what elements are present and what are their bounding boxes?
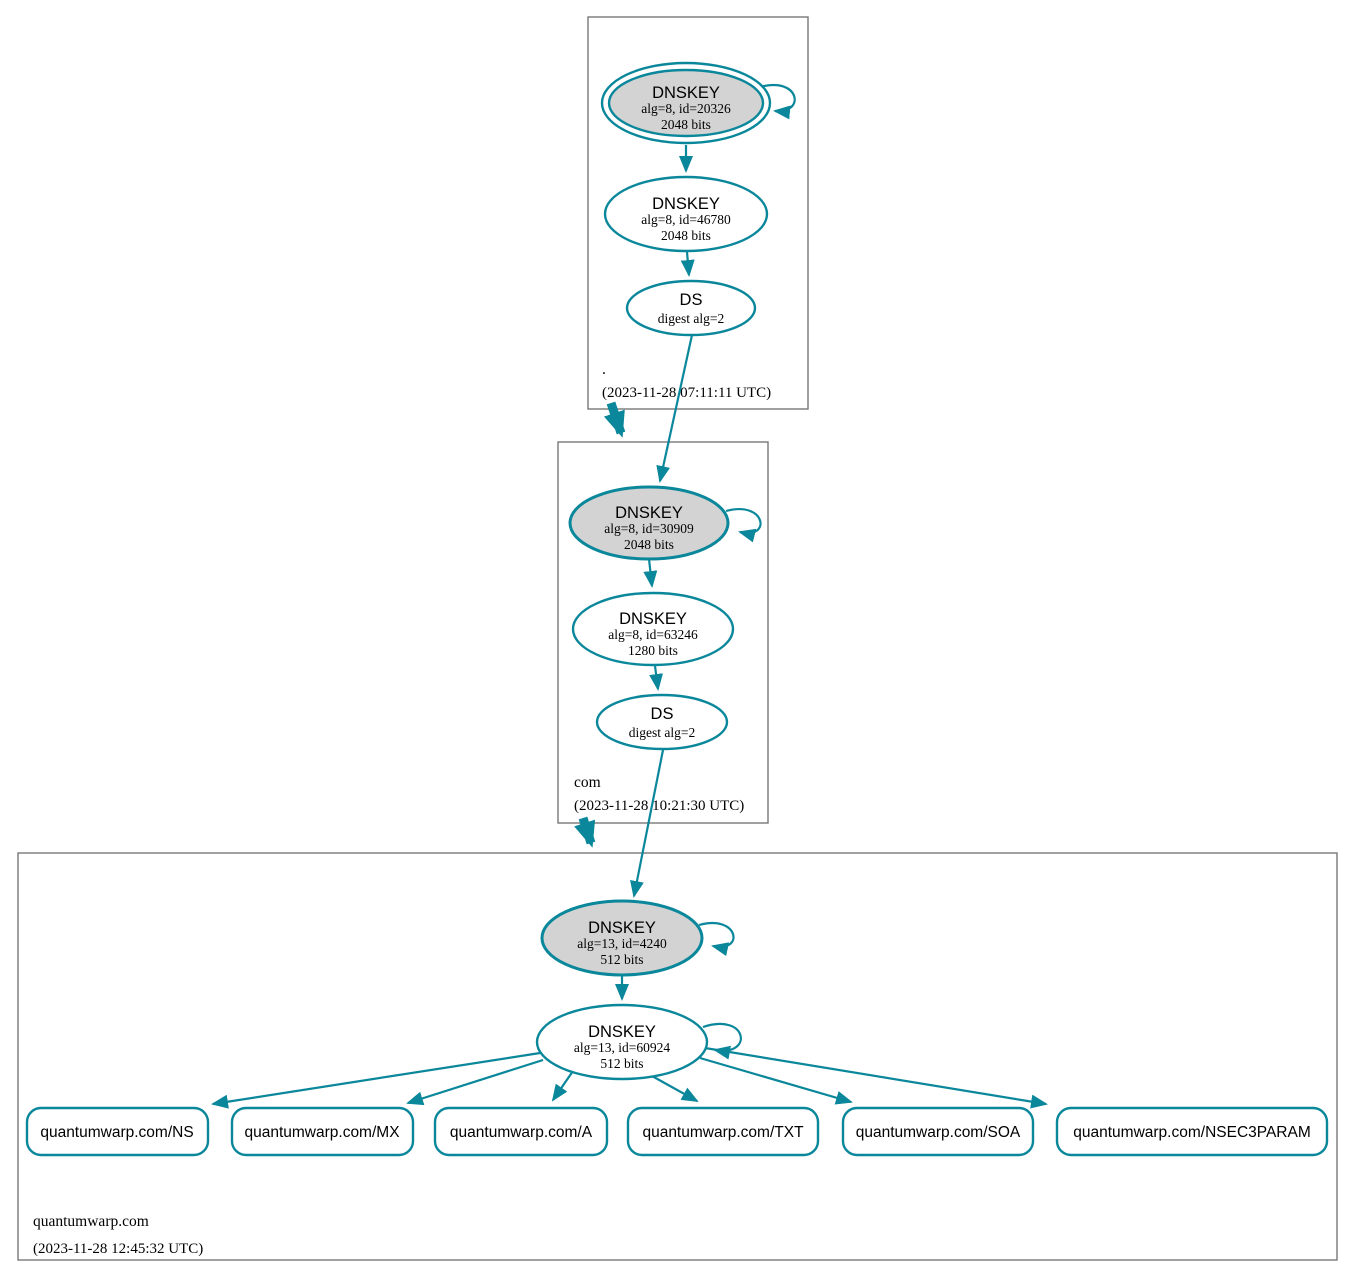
rrset-label-txt: quantumwarp.com/TXT xyxy=(642,1124,804,1141)
edge-qw-zsk-to-soa xyxy=(699,1056,853,1105)
root-ksk-title: DNSKEY xyxy=(652,84,720,102)
com-zsk-node: DNSKEY alg=8, id=63246 1280 bits xyxy=(571,591,735,667)
root-ds-detail: digest alg=2 xyxy=(658,311,724,326)
rrset-box-txt: quantumwarp.com/TXT xyxy=(626,1106,820,1157)
edge-com-ksk-to-zsk xyxy=(643,558,658,588)
edge-qw-zsk-to-mx xyxy=(406,1058,544,1106)
self-loop-root-ksk xyxy=(759,84,796,120)
com-ds-title: DS xyxy=(651,705,674,723)
rrset-box-a: quantumwarp.com/A xyxy=(433,1106,609,1157)
zone-box-quantumwarp xyxy=(17,852,1338,1261)
qw-zsk-detail: alg=13, id=60924 xyxy=(574,1040,670,1055)
root-zone-timestamp: (2023-11-28 07:11:11 UTC) xyxy=(602,385,771,401)
qw-zone-label: quantumwarp.com xyxy=(33,1213,149,1230)
com-ds-detail: digest alg=2 xyxy=(629,725,695,740)
rrset-box-ns: quantumwarp.com/NS xyxy=(25,1106,210,1157)
com-zsk-detail: alg=8, id=63246 xyxy=(608,627,698,642)
self-loop-qw-zsk xyxy=(702,1022,742,1060)
edge-com-zsk-to-ds xyxy=(649,665,664,691)
qw-zsk-title: DNSKEY xyxy=(588,1023,656,1041)
com-zsk-bits: 1280 bits xyxy=(628,643,678,658)
root-zsk-node: DNSKEY alg=8, id=46780 2048 bits xyxy=(603,175,769,253)
rrset-label-soa: quantumwarp.com/SOA xyxy=(856,1124,1021,1141)
edge-root-zsk-to-ds xyxy=(680,251,695,277)
qw-zsk-bits: 512 bits xyxy=(600,1056,643,1071)
com-ksk-node: DNSKEY alg=8, id=30909 2048 bits xyxy=(568,485,730,561)
qw-ksk-detail: alg=13, id=4240 xyxy=(577,936,667,951)
qw-zsk-node: DNSKEY alg=13, id=60924 512 bits xyxy=(535,1003,709,1081)
edge-root-zone-to-com-zone xyxy=(603,401,626,438)
edge-qw-zsk-to-a xyxy=(551,1070,574,1102)
qw-zone-timestamp: (2023-11-28 12:45:32 UTC) xyxy=(33,1241,203,1257)
edge-root-ds-to-com-ksk xyxy=(656,334,694,483)
root-ds-title: DS xyxy=(680,291,703,309)
rrset-box-soa: quantumwarp.com/SOA xyxy=(841,1106,1035,1157)
qw-ksk-title: DNSKEY xyxy=(588,919,656,937)
root-ksk-detail: alg=8, id=20326 xyxy=(641,101,731,116)
rrset-box-nsec3param: quantumwarp.com/NSEC3PARAM xyxy=(1055,1106,1329,1157)
edge-com-zone-to-qw-zone xyxy=(574,816,596,848)
edge-com-ds-to-qw-ksk xyxy=(630,749,665,898)
edge-qw-zsk-to-nsec3param xyxy=(704,1046,1048,1109)
root-zsk-bits: 2048 bits xyxy=(661,228,711,243)
self-loop-com-ksk xyxy=(725,508,762,543)
root-ds-node: DS digest alg=2 xyxy=(625,279,757,337)
root-ksk-bits: 2048 bits xyxy=(661,117,711,132)
qw-ksk-node: DNSKEY alg=13, id=4240 512 bits xyxy=(540,899,704,977)
self-loop-qw-ksk xyxy=(698,922,735,957)
com-ksk-bits: 2048 bits xyxy=(624,537,674,552)
rrset-label-ns: quantumwarp.com/NS xyxy=(40,1124,193,1141)
root-zone-label: . xyxy=(602,361,606,378)
com-zsk-title: DNSKEY xyxy=(619,610,687,628)
zone-box-com xyxy=(557,441,769,824)
edge-qw-zsk-to-txt xyxy=(651,1075,699,1102)
rrset-box-mx: quantumwarp.com/MX xyxy=(230,1106,415,1157)
com-ksk-title: DNSKEY xyxy=(615,504,683,522)
com-ksk-detail: alg=8, id=30909 xyxy=(604,521,694,536)
edge-qw-zsk-to-ns xyxy=(211,1051,541,1109)
qw-ksk-bits: 512 bits xyxy=(600,952,643,967)
com-zone-label: com xyxy=(574,774,601,791)
rrset-label-nsec3param: quantumwarp.com/NSEC3PARAM xyxy=(1073,1124,1310,1141)
com-ds-node: DS digest alg=2 xyxy=(595,693,729,751)
root-ksk-node: DNSKEY alg=8, id=20326 2048 bits xyxy=(600,61,772,145)
root-zsk-title: DNSKEY xyxy=(652,195,720,213)
com-zone-timestamp: (2023-11-28 10:21:30 UTC) xyxy=(574,798,744,814)
rrset-label-mx: quantumwarp.com/MX xyxy=(244,1124,400,1141)
zone-box-root xyxy=(587,16,809,410)
root-zsk-detail: alg=8, id=46780 xyxy=(641,212,731,227)
rrset-label-a: quantumwarp.com/A xyxy=(450,1124,593,1141)
